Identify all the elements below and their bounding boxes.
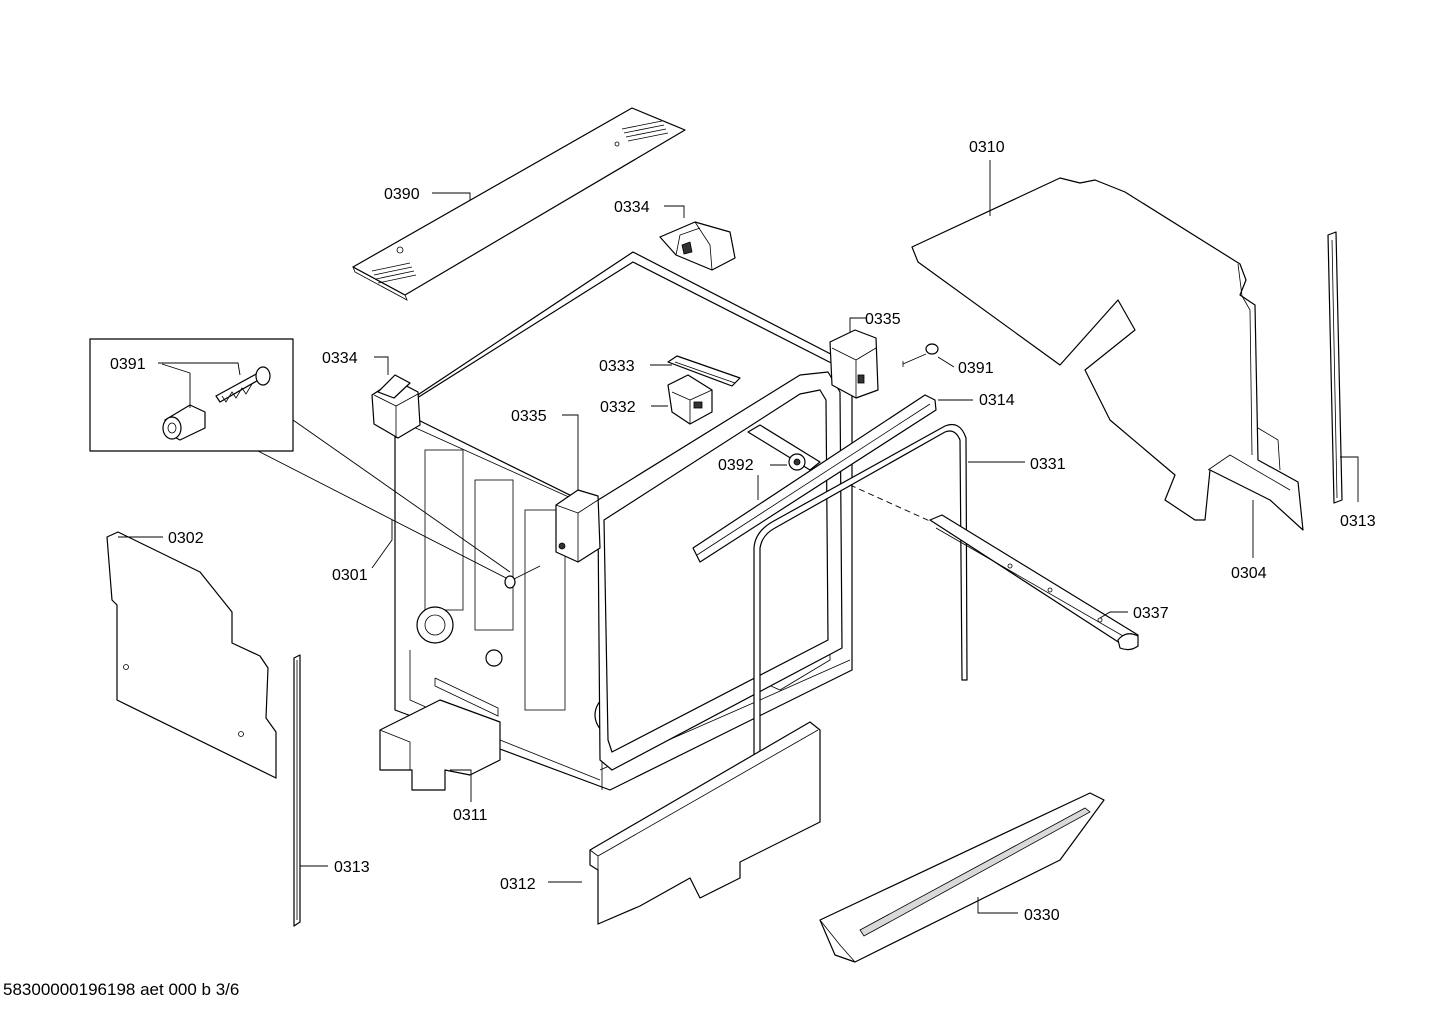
part-tub-screw bbox=[504, 565, 541, 589]
label-0334-left: 0334 bbox=[322, 350, 358, 367]
part-0331-gasket-loop bbox=[753, 423, 968, 798]
part-0333-bar bbox=[667, 355, 741, 387]
label-0337: 0337 bbox=[1133, 605, 1169, 622]
label-0332: 0332 bbox=[600, 399, 636, 416]
part-0390-top-plate bbox=[352, 107, 686, 301]
label-0334-top: 0334 bbox=[614, 199, 650, 216]
label-0304: 0304 bbox=[1231, 565, 1267, 582]
label-0314: 0314 bbox=[979, 392, 1015, 409]
part-0332-latch bbox=[667, 374, 713, 425]
part-0302-side-panel bbox=[106, 531, 277, 779]
label-0311: 0311 bbox=[453, 807, 488, 824]
part-0335-bracket-right bbox=[829, 329, 879, 399]
part-0335-bracket-center bbox=[555, 489, 601, 563]
label-0302: 0302 bbox=[168, 530, 204, 547]
label-0313-right: 0313 bbox=[1340, 513, 1376, 530]
label-0313-left: 0313 bbox=[334, 859, 370, 876]
label-0312: 0312 bbox=[500, 876, 536, 893]
label-0330: 0330 bbox=[1024, 907, 1060, 924]
part-0391-screw-right bbox=[902, 343, 939, 367]
part-0337-rail bbox=[929, 514, 1139, 651]
detail-callout-line-2 bbox=[257, 450, 511, 581]
part-0313-strip-left bbox=[293, 654, 301, 927]
part-0334-clip-left bbox=[371, 374, 421, 439]
label-0333: 0333 bbox=[599, 358, 635, 375]
label-0392: 0392 bbox=[718, 457, 754, 474]
part-0330-plinth bbox=[819, 792, 1105, 963]
leader-lines bbox=[118, 160, 1359, 914]
part-labels: 0310 0390 0334 0335 0334 0391 0333 0391 … bbox=[110, 139, 1376, 924]
part-0392-roller bbox=[747, 424, 821, 471]
rail-dashed-line bbox=[849, 484, 933, 523]
part-0312-foam-block bbox=[589, 721, 821, 925]
detail-callout-line bbox=[292, 419, 511, 573]
part-0310-insulation-mat bbox=[911, 177, 1304, 531]
part-0331-frame-front bbox=[589, 371, 843, 771]
part-0313-strip-right bbox=[1327, 231, 1343, 504]
label-0301: 0301 bbox=[332, 567, 368, 584]
part-0314-seal-strip bbox=[692, 394, 937, 563]
part-0391-detail-box bbox=[89, 338, 294, 452]
label-0335-center: 0335 bbox=[511, 408, 547, 425]
label-0331: 0331 bbox=[1030, 456, 1066, 473]
part-0334-clip-top bbox=[659, 221, 736, 271]
label-0391-detail: 0391 bbox=[110, 356, 146, 373]
label-0310: 0310 bbox=[969, 139, 1005, 156]
part-0311-foam-block bbox=[379, 699, 501, 791]
label-0391-right: 0391 bbox=[958, 360, 994, 377]
label-0390: 0390 bbox=[384, 186, 420, 203]
document-id-footer: 58300000196198 aet 000 b 3/6 bbox=[3, 980, 240, 999]
label-0335-right: 0335 bbox=[865, 311, 901, 328]
